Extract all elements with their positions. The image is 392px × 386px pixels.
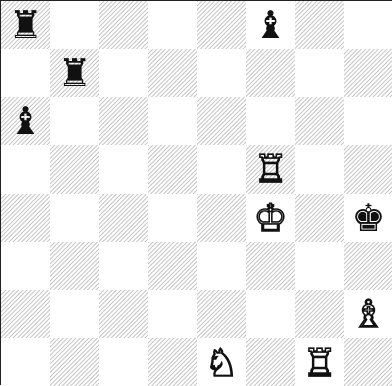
board-square[interactable] — [295, 290, 344, 338]
board-square[interactable] — [197, 290, 246, 338]
board-square[interactable] — [50, 1, 99, 49]
board-square[interactable] — [246, 290, 295, 338]
board-square[interactable] — [148, 290, 197, 338]
black-bishop-icon[interactable]: ♝ — [253, 6, 287, 44]
board-square[interactable] — [148, 49, 197, 97]
board-square[interactable] — [344, 338, 392, 386]
board-square[interactable]: ♗ — [344, 290, 392, 338]
board-square[interactable] — [344, 242, 392, 290]
board-square[interactable] — [99, 145, 148, 193]
white-knight-icon[interactable]: ♘ — [204, 344, 238, 382]
board-square[interactable] — [99, 1, 148, 49]
board-square[interactable] — [50, 97, 99, 145]
board-square[interactable] — [197, 49, 246, 97]
board-square[interactable] — [1, 338, 50, 386]
board-square[interactable]: ♝ — [246, 1, 295, 49]
board-square[interactable] — [295, 242, 344, 290]
board-square[interactable] — [295, 1, 344, 49]
white-rook-icon[interactable]: ♖ — [302, 344, 336, 382]
board-square[interactable] — [148, 97, 197, 145]
board-square[interactable] — [246, 338, 295, 386]
board-square[interactable]: ♔ — [246, 194, 295, 242]
board-square[interactable] — [50, 145, 99, 193]
board-square[interactable] — [148, 242, 197, 290]
board-square[interactable] — [246, 242, 295, 290]
board-square[interactable] — [295, 194, 344, 242]
board-square[interactable]: ♜ — [50, 49, 99, 97]
board-square[interactable]: ♘ — [197, 338, 246, 386]
white-king-icon[interactable]: ♔ — [253, 199, 287, 237]
board-square[interactable] — [148, 145, 197, 193]
board-square[interactable]: ♜ — [1, 1, 50, 49]
board-square[interactable] — [99, 242, 148, 290]
board-square[interactable] — [1, 194, 50, 242]
board-square[interactable] — [295, 97, 344, 145]
board-square[interactable] — [344, 49, 392, 97]
board-square[interactable] — [246, 49, 295, 97]
board-square[interactable] — [344, 1, 392, 49]
board-square[interactable] — [344, 97, 392, 145]
board-square[interactable] — [148, 338, 197, 386]
white-rook-icon[interactable]: ♖ — [253, 150, 287, 188]
board-square[interactable] — [99, 97, 148, 145]
board-square[interactable] — [197, 242, 246, 290]
board-square[interactable] — [99, 194, 148, 242]
black-rook-icon[interactable]: ♜ — [8, 6, 42, 44]
board-square[interactable] — [50, 242, 99, 290]
board-square[interactable] — [295, 145, 344, 193]
board-square[interactable] — [99, 338, 148, 386]
black-bishop-icon[interactable]: ♝ — [8, 102, 42, 140]
board-square[interactable] — [50, 194, 99, 242]
board-square[interactable] — [246, 97, 295, 145]
board-square[interactable]: ♚ — [344, 194, 392, 242]
board-square[interactable] — [1, 242, 50, 290]
board-square[interactable] — [197, 194, 246, 242]
board-square[interactable] — [50, 290, 99, 338]
white-bishop-icon[interactable]: ♗ — [351, 295, 385, 333]
board-square[interactable] — [1, 145, 50, 193]
board-square[interactable] — [295, 49, 344, 97]
board-square[interactable] — [197, 1, 246, 49]
board-square[interactable] — [197, 145, 246, 193]
board-square[interactable] — [197, 97, 246, 145]
board-square[interactable] — [344, 145, 392, 193]
board-square[interactable] — [148, 1, 197, 49]
board-square[interactable] — [148, 194, 197, 242]
board-square[interactable] — [99, 49, 148, 97]
black-king-icon[interactable]: ♚ — [351, 199, 385, 237]
board-square[interactable]: ♝ — [1, 97, 50, 145]
black-rook-icon[interactable]: ♜ — [57, 54, 91, 92]
board-square[interactable]: ♖ — [295, 338, 344, 386]
board-square[interactable] — [1, 49, 50, 97]
board-square[interactable] — [50, 338, 99, 386]
board-square[interactable]: ♖ — [246, 145, 295, 193]
board-square[interactable] — [99, 290, 148, 338]
board-square[interactable] — [1, 290, 50, 338]
